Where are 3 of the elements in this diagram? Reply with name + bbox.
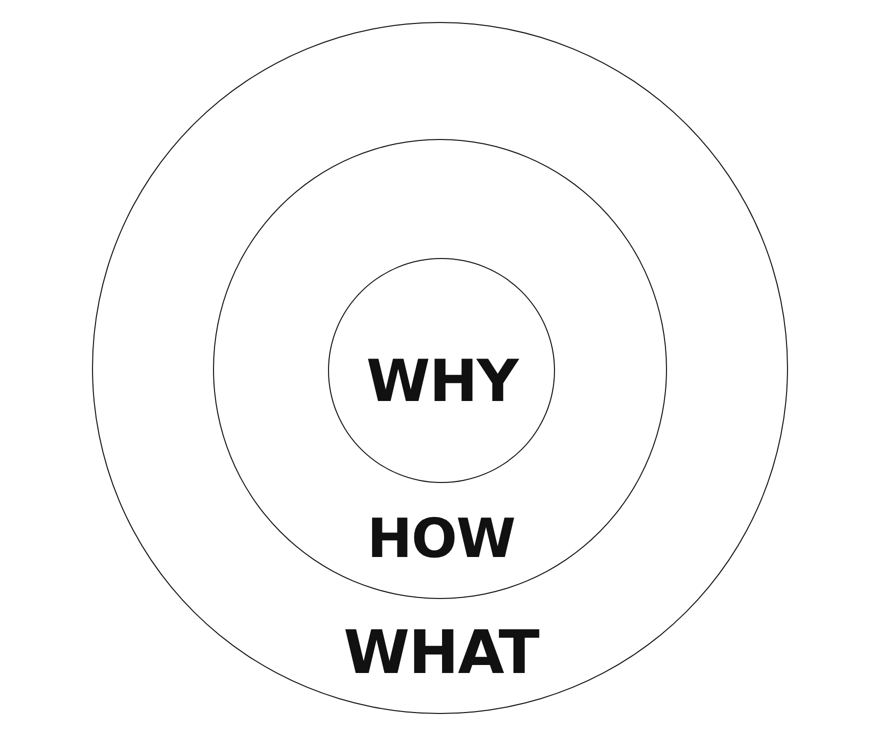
circle-label: HOW [367,512,515,566]
circle-label: WHAT [343,623,539,683]
circle-label: WHY [366,352,518,410]
